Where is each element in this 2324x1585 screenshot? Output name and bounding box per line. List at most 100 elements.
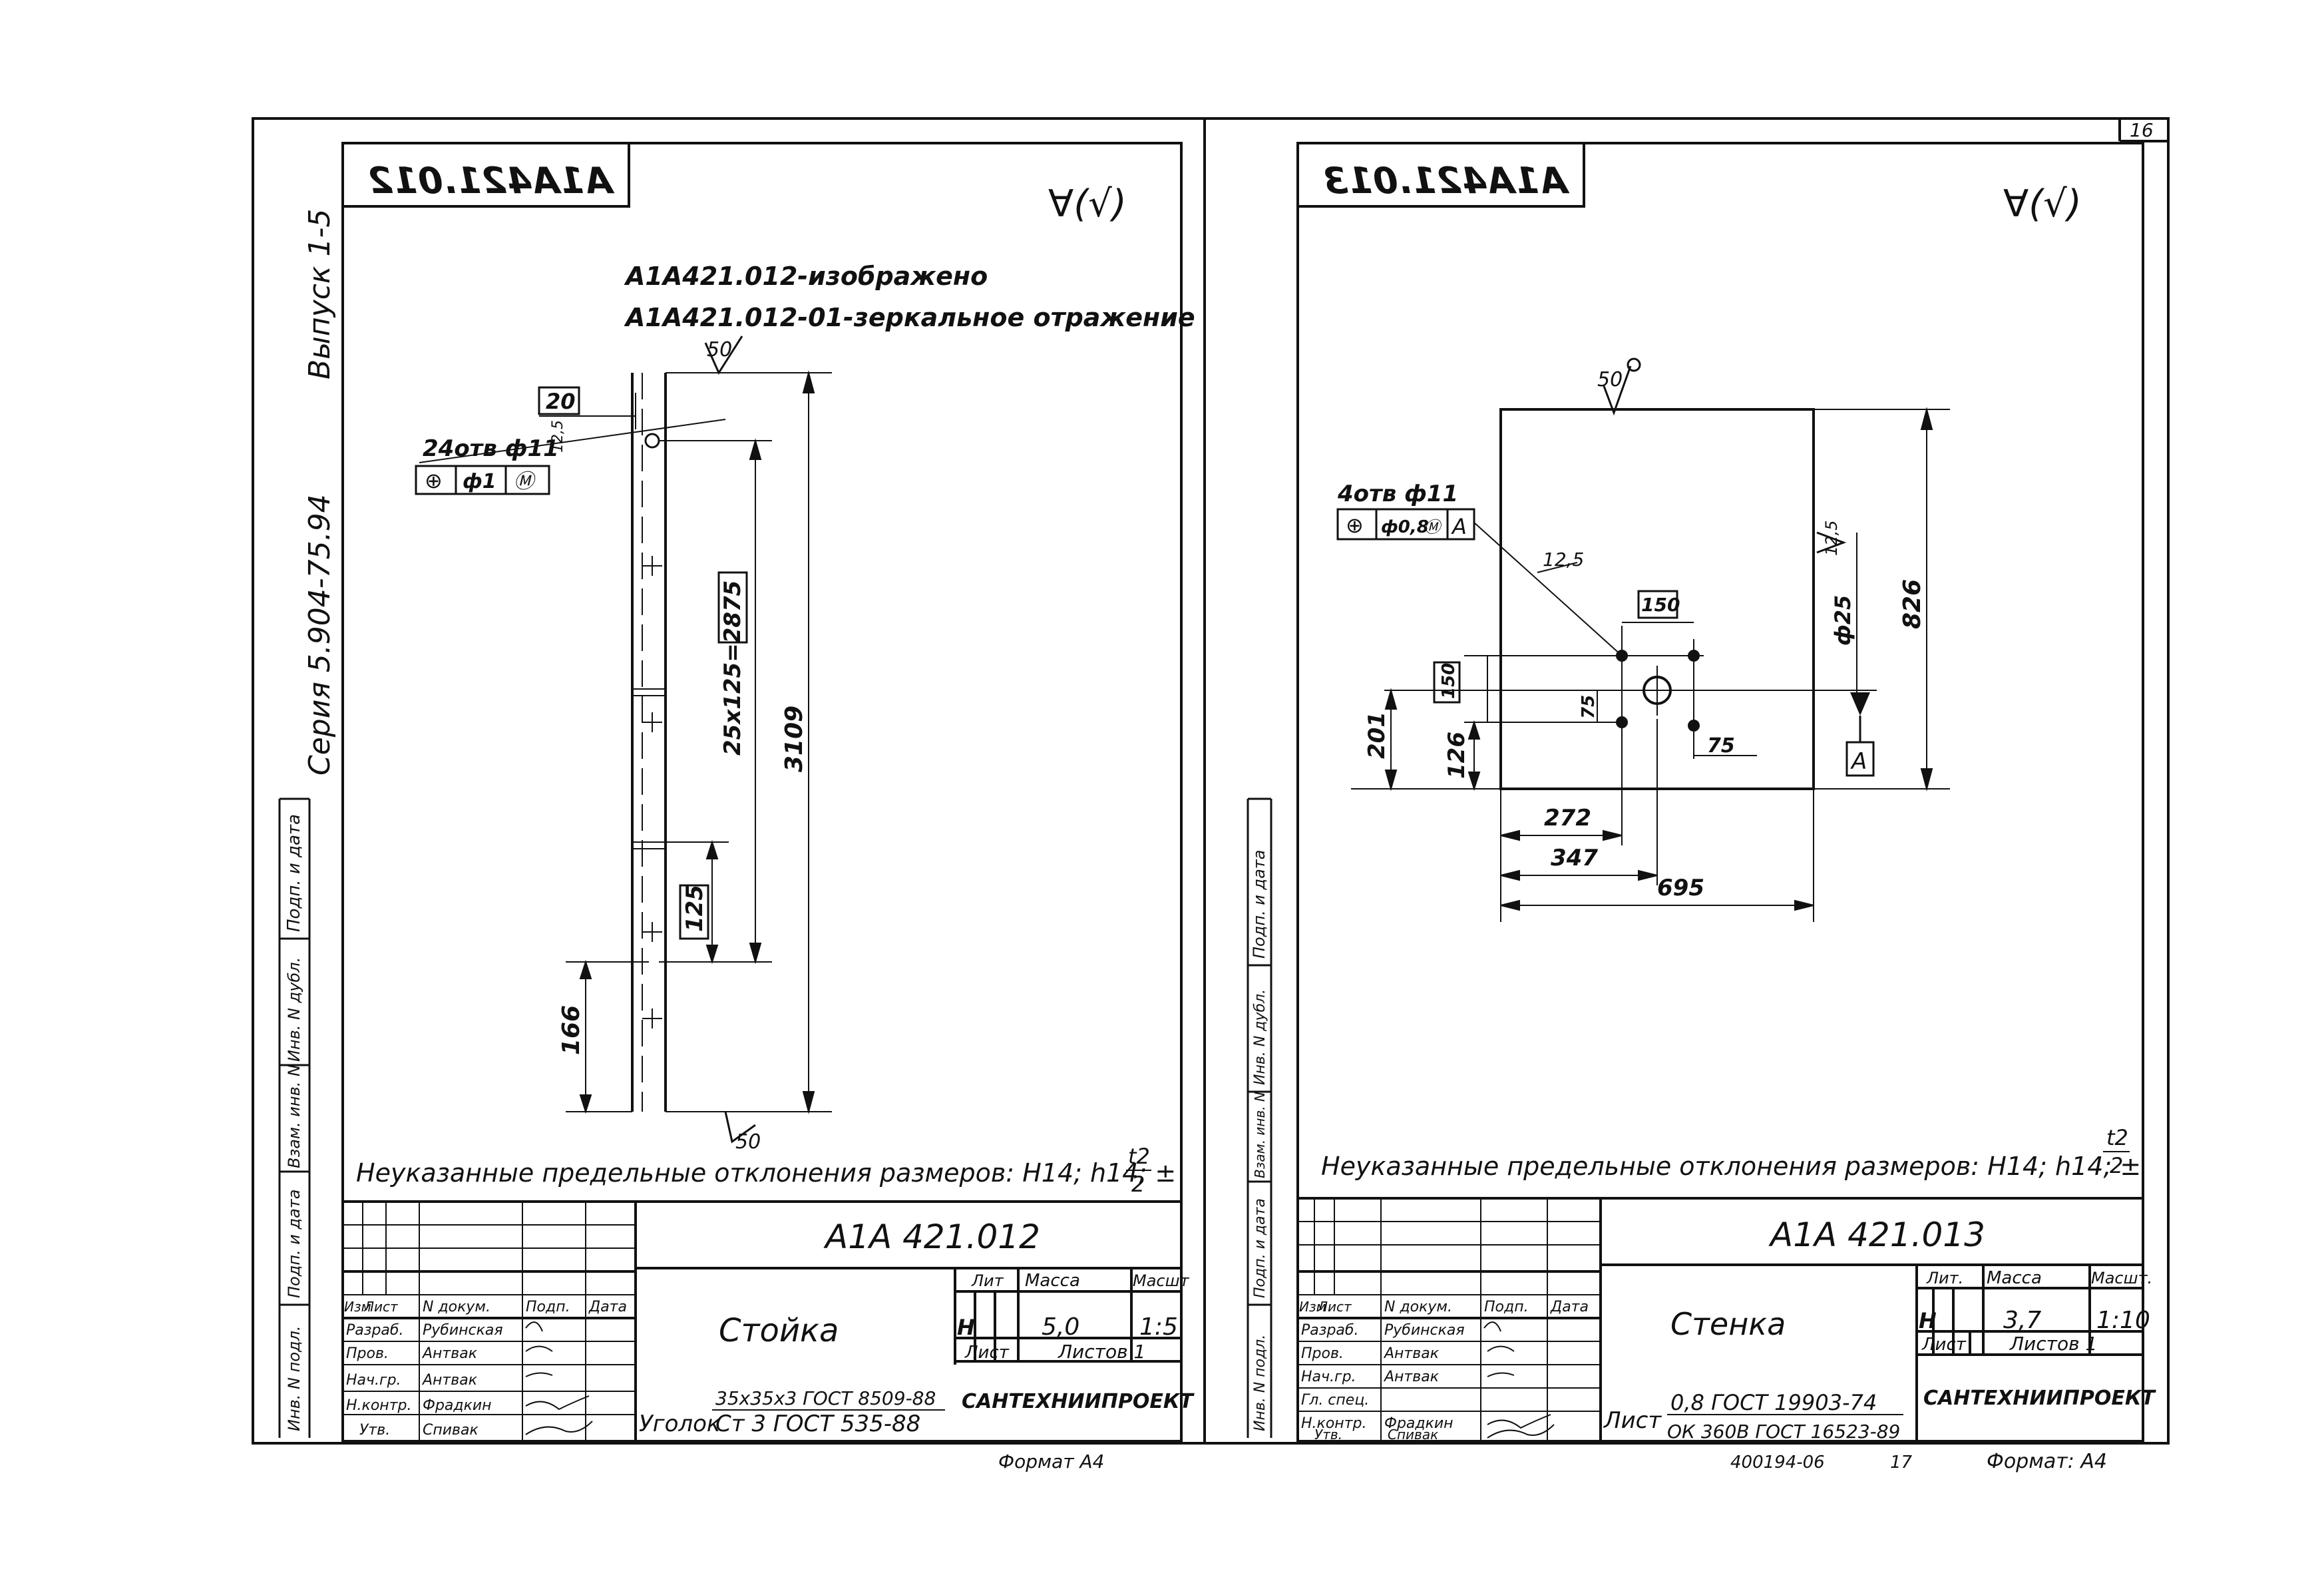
sig-name-1-right: Рубинская: [1384, 1322, 1465, 1339]
datum-triangle: [1850, 692, 1870, 716]
sig-role-6-right: Утв.: [1314, 1427, 1342, 1443]
signatures-left: [525, 1321, 593, 1435]
dim-695: 695: [1657, 875, 1704, 901]
tol-frame-mod-right: Ⓜ: [1424, 518, 1443, 537]
stamp-col-5: Инв. N подл.: [285, 1325, 303, 1431]
tolerance-frame-left: [415, 465, 550, 495]
sig-h-sign-left: Подп.: [526, 1299, 570, 1315]
roughness-125-right: 12,5: [1543, 549, 1584, 570]
sig-name-2-right: Антвак: [1383, 1345, 1440, 1362]
datum-box: [1845, 741, 1875, 777]
tb-org-right: САНТЕХНИИПРОЕКТ: [1923, 1387, 2156, 1410]
dim-75-h: 75: [1707, 734, 1735, 758]
roughness-top-label: 50: [707, 338, 732, 361]
tb-org-left: САНТЕХНИИПРОЕКТ: [962, 1390, 1195, 1413]
left-drawing: А1А421.012 ∀(√) А1А421.012-изображено А1…: [341, 142, 1195, 1472]
left-dims-right: [1351, 655, 1637, 792]
right-dims-right: [1814, 407, 1950, 792]
tb-head-scale-left: Масшт: [1133, 1271, 1190, 1290]
sig-role-1-left: Разраб.: [346, 1322, 403, 1339]
dim-125-box: [679, 884, 709, 940]
roughness-bottom-left: [724, 1111, 756, 1144]
tol-num-right: t2: [2106, 1125, 2128, 1150]
tb-material-bottom-left: Ст 3 ГОСТ 535-88: [715, 1411, 920, 1437]
roughness-top-right-label: 50: [1597, 368, 1623, 391]
sig-h-sign-right: Подп.: [1484, 1299, 1529, 1315]
mirrored-code-right: А1А421.013: [1323, 160, 1570, 202]
datum-label: А: [1850, 748, 1867, 775]
sig-role-2-right: Пров.: [1301, 1345, 1344, 1362]
general-note-left: Неуказанные предельные отклонения размер…: [356, 1158, 1176, 1188]
sig-name-5-right: Фрадкин: [1384, 1415, 1453, 1432]
tb-sheets-left: Листов 1: [1058, 1341, 1145, 1363]
roughness-top-right: [1603, 365, 1632, 416]
post-profile: [631, 373, 667, 1112]
sig-h-date-right: Дата: [1550, 1299, 1589, 1315]
stamp-col-4-right: Подп. и дата: [1252, 1198, 1268, 1298]
tol-frame-sym-right: ⊕: [1346, 513, 1364, 538]
sig-role-5-left: Н.контр.: [346, 1397, 411, 1414]
stamp-col-2-right: Инв. N дубл.: [1252, 989, 1268, 1085]
dim-125-left: 125: [681, 885, 708, 932]
tb-material-bottom-right: ОК 360В ГОСТ 16523-89: [1667, 1421, 1900, 1443]
stamp-col-5-right: Инв. N подл.: [1252, 1335, 1268, 1431]
tb-material-label-left: Уголок: [639, 1411, 721, 1437]
tb-scale-left: 1:5: [1139, 1313, 1178, 1341]
tb-material-top-left: 35x35x3 ГОСТ 8509-88: [715, 1387, 936, 1409]
hole-note-left: 24отв ф11: [423, 435, 559, 462]
sig-role-1-right: Разраб.: [1301, 1322, 1358, 1339]
tolerance-frame-right: [1336, 508, 1623, 656]
dim-166-left: 166: [558, 1005, 585, 1055]
signatures-right: [1483, 1321, 1555, 1439]
sig-name-6-left: Спивак: [423, 1422, 479, 1439]
tol-frame-val-right: ф0,8: [1381, 517, 1429, 537]
left-side-stamp: Подп. и дата Инв. N дубл. Взам. инв. N П…: [278, 209, 337, 1438]
tb-material-top-right: 0,8 ГОСТ 19903-74: [1670, 1390, 1877, 1415]
dim-201: 201: [1364, 712, 1390, 759]
dim-150-top: 150: [1641, 594, 1680, 616]
tb-footer-page-right: 17: [1890, 1453, 1913, 1472]
dim-150-top-box: [1637, 590, 1678, 619]
bottom-dims-right: [1500, 719, 1814, 922]
tol-frame-mod-left: Ⓜ: [514, 470, 536, 493]
sig-role-6-left: Утв.: [359, 1422, 390, 1439]
surface-mark-left: ∀(√): [1048, 182, 1127, 226]
tb-scale-right: 1:10: [2096, 1307, 2150, 1334]
stamp-col-2: Инв. N дубл.: [285, 957, 303, 1062]
general-note-right: Неуказанные предельные отклонения размер…: [1321, 1152, 2141, 1181]
sheet-number: 16: [2130, 119, 2154, 141]
sig-name-3-right: Антвак: [1383, 1369, 1440, 1385]
signature-grid-left: [343, 1202, 636, 1441]
issue-label: Выпуск 1-5: [303, 209, 337, 379]
roughness-hole-left: 12,5: [550, 420, 566, 453]
sig-name-3-left: Антвак: [421, 1372, 478, 1389]
tb-sheet-right: Лист: [1921, 1335, 1967, 1355]
dim-20-box: [538, 386, 580, 415]
hole-note-right: 4отв ф11: [1337, 481, 1458, 507]
sig-role-2-left: Пров.: [346, 1345, 389, 1362]
dim-347: 347: [1551, 845, 1598, 871]
sig-role-5-right: Н.контр.: [1301, 1415, 1366, 1432]
stamp-col-3-right: Взам. инв. N: [1252, 1092, 1268, 1178]
tb-head-lit-right: Лит.: [1926, 1269, 1963, 1287]
tb-lit-right: Н: [1919, 1308, 1937, 1333]
tb-head-scale-right: Масшт.: [2091, 1269, 2152, 1287]
tol-num-left: t2: [1128, 1144, 1150, 1169]
dim-20-left: 20: [546, 389, 576, 414]
stamp-col-1-right: Подп. и дата: [1250, 850, 1268, 959]
dim-150-side-box: [1433, 661, 1461, 704]
signature-grid-right: [1298, 1198, 1601, 1441]
sig-h-list-right: Лист: [1317, 1299, 1352, 1315]
tol-den-left: 2: [1131, 1172, 1145, 1197]
title-block-right: [1298, 1197, 2143, 1441]
stamp-col-4: Подп. и дата: [285, 1190, 303, 1299]
title-line-1-left: А1А421.012-изображено: [624, 262, 988, 291]
dim-2875-box: [717, 571, 748, 644]
sig-h-izm-left: Изм: [344, 1299, 371, 1315]
right-side-stamp: [1247, 797, 1272, 1438]
tb-head-mass-right: Масса: [1987, 1268, 2042, 1288]
sig-name-1-left: Рубинская: [423, 1322, 503, 1339]
tb-sheets-right: Листов 1: [2009, 1333, 2097, 1355]
tb-head-lit-left: Лит: [971, 1271, 1004, 1290]
